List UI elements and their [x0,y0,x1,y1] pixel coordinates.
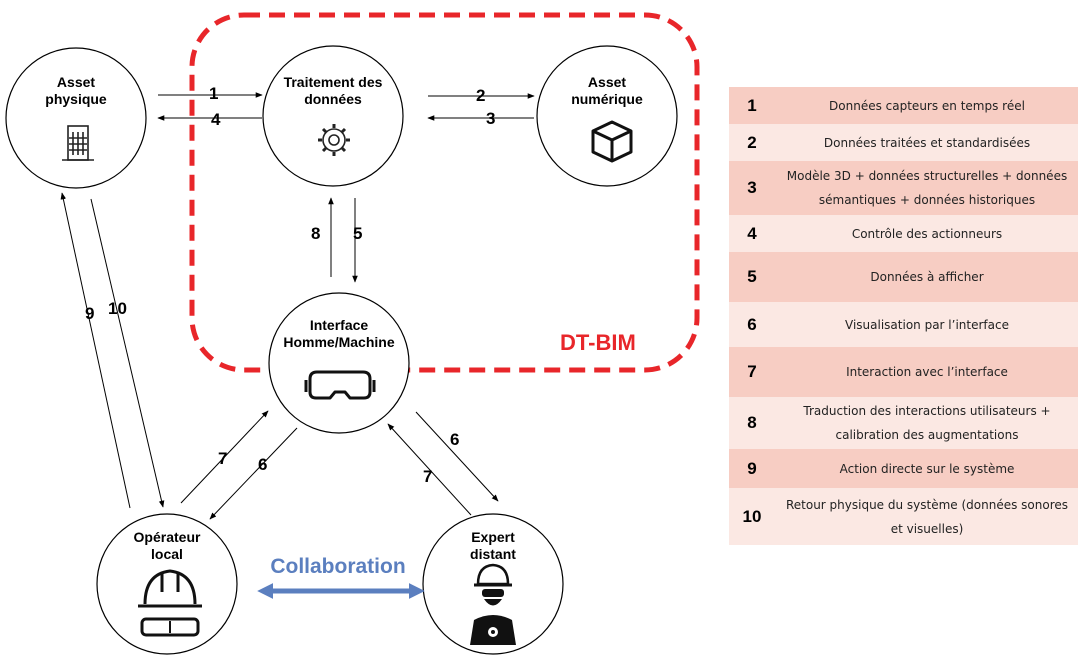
node-interface: Interface Homme/Machine [268,292,410,434]
legend-description: Données à afficher [870,270,984,284]
legend-number: 6 [747,314,757,334]
node-traitement: Traitement des données [262,45,404,187]
node-asset-numerique-line2: numérique [571,91,643,107]
legend-number: 3 [747,178,757,197]
legend-row: 8 Traduction des interactions utilisateur… [729,397,1078,449]
legend-description: Contrôle des actionneurs [851,226,1003,241]
node-traitement-line2: données [304,91,362,107]
arrow-label-7-right: 7 [423,467,432,486]
node-expert-line2: distant [470,546,516,562]
node-operateur-line1: Opérateur [134,529,201,545]
engineer-icon [470,563,516,645]
legend-description: Interaction avec l’interface [846,365,1008,379]
legend-number: 4 [747,223,757,243]
node-expert: Expert distant [422,513,564,655]
legend-description: Modèle 3D + données structurelles + donn… [786,169,1068,207]
legend-description: Traduction des interactions utilisateurs… [803,404,1051,442]
arrow-label-3: 3 [486,109,495,128]
node-traitement-line1: Traitement des [284,74,383,90]
legend-row: 4 Contrôle des actionneurs [729,215,1078,252]
node-asset-physique-line1: Asset [57,74,95,90]
legend-description: Action directe sur le système [839,461,1015,476]
arrow-label-1: 1 [209,84,218,103]
legend-row: 1 Données capteurs en temps réel [729,87,1078,124]
arrow-label-6-right: 6 [450,430,459,449]
legend-number: 8 [747,413,757,432]
node-operateur-line2: local [151,546,183,562]
legend-number: 1 [747,95,757,115]
arrow-7-left [180,410,269,504]
arrow-label-7-left: 7 [218,449,227,468]
legend-row: 7 Interaction avec l’interface [729,347,1078,397]
vr-headset-icon [304,370,376,400]
legend-row: 10 Retour physique du système (données so… [729,488,1078,545]
arrow-10 [90,198,165,508]
cube-icon [591,120,633,163]
dt-bim-label: DT-BIM [560,330,636,355]
legend-description: Visualisation par l’interface [845,317,1009,332]
node-interface-line2: Homme/Machine [283,334,394,350]
arrows [60,92,535,520]
node-asset-physique: Asset physique [5,47,147,189]
legend-row: 2 Données traitées et standardisées [729,124,1078,161]
hard-hat-goggles-icon [138,569,202,637]
node-asset-numerique: Asset numérique [536,45,678,187]
arrow-label-9: 9 [85,304,94,323]
legend-number: 7 [747,362,757,381]
arrow-label-2: 2 [476,86,485,105]
node-asset-physique-line2: physique [45,91,107,107]
arrow-label-4: 4 [211,110,221,129]
arrow-label-6-left: 6 [258,455,267,474]
dt-bim-group [189,12,700,373]
node-interface-line1: Interface [310,317,369,333]
arrow-label-10: 10 [108,299,127,318]
collaboration-label: Collaboration [270,555,405,578]
arrow-6-right [415,411,499,502]
legend-description: Données traitées et standardisées [823,135,1031,150]
arrow-7-right [387,423,472,516]
legend-description: Données capteurs en temps réel [829,98,1025,113]
legend-description: Retour physique du système (données sono… [785,497,1069,536]
node-operateur: Opérateur local [96,513,238,655]
arrow-label-5: 5 [353,224,362,243]
legend-number: 10 [742,506,762,526]
legend-number: 5 [747,267,757,286]
node-expert-line1: Expert [471,529,515,545]
legend-number: 2 [747,132,757,152]
legend-row: 3 Modèle 3D + données structurelles + don… [729,161,1078,215]
legend-number: 9 [747,458,757,478]
building-icon [62,125,94,161]
gear-icon [318,124,350,156]
legend-row: 5 Données à afficher [729,252,1078,302]
legend-row: 6 Visualisation par l’interface [729,302,1078,347]
arrow-label-8: 8 [311,224,320,243]
arrow-9 [60,192,131,509]
node-asset-numerique-line1: Asset [588,74,626,90]
legend-row: 9 Action directe sur le système [729,449,1078,488]
arrow-6-left [209,427,298,520]
